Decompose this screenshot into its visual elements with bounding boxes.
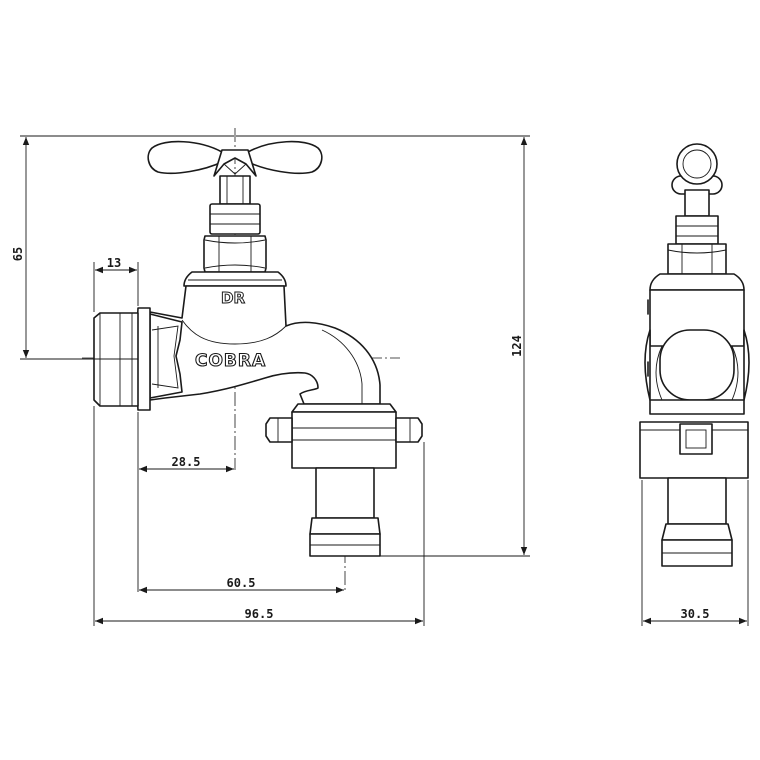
maker-mark: DR [221,289,245,307]
handle [147,140,323,177]
bonnet-flange [183,271,287,287]
brand-name: COBRA [195,351,266,371]
side-handle [671,143,723,217]
inlet-thread [93,312,139,407]
dimension-28-5: 28.5 [172,455,201,469]
hose-tail [309,467,381,557]
dimension-13: 13 [107,256,121,270]
front-view: DR COBRA [82,128,423,592]
side-body [644,289,750,415]
dimension-65: 65 [11,247,25,261]
front-dimensions: 65 124 13 28.5 60.5 96.5 [11,135,530,626]
dimension-96-5: 96.5 [245,607,274,621]
side-dimensions: 30.5 [641,480,749,626]
side-coupling [639,421,749,479]
side-spindle [675,215,719,245]
dimension-30-5: 30.5 [681,607,710,621]
side-view [639,143,750,567]
tap-body [149,285,381,405]
side-flange [649,273,745,291]
dimension-60-5: 60.5 [227,576,256,590]
gland-nut [203,235,267,273]
side-hose-tail [661,477,733,567]
dimension-124: 124 [510,335,524,357]
side-gland-nut [667,243,727,275]
inlet-hex [149,313,183,399]
outlet-coupling [265,403,423,469]
spindle [209,175,261,235]
